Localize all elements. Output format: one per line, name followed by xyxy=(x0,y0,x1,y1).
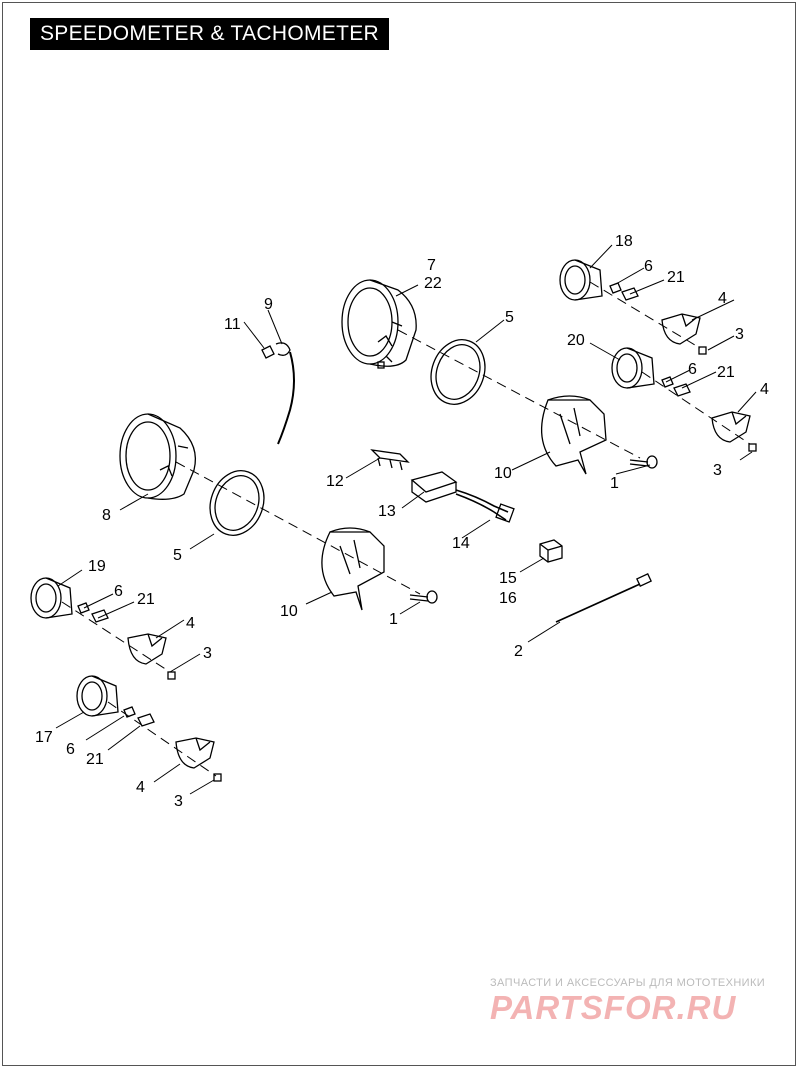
callout-6-b: 6 xyxy=(688,361,697,378)
bulb-6-c xyxy=(77,602,90,614)
cup-4-a xyxy=(661,313,701,345)
socket-21-d xyxy=(137,713,155,727)
socket-21-b xyxy=(673,383,691,397)
bulb-6-a xyxy=(609,282,622,294)
callout-2: 2 xyxy=(514,643,523,660)
lamp-socket-9 xyxy=(275,342,295,445)
connector-13 xyxy=(410,471,458,503)
callout-6-d: 6 xyxy=(66,741,75,758)
callout-4-d: 4 xyxy=(136,779,145,796)
cup-4-b xyxy=(711,411,751,443)
callout-10-b: 10 xyxy=(280,603,298,620)
cup-4-c xyxy=(127,633,167,665)
mount-bracket-10-top xyxy=(541,395,607,475)
small-gauge-20 xyxy=(611,347,655,389)
small-gauge-19 xyxy=(30,577,73,619)
callout-20: 20 xyxy=(567,332,585,349)
callout-3-b: 3 xyxy=(713,462,722,479)
callout-17: 17 xyxy=(35,729,53,746)
callout-12: 12 xyxy=(326,473,344,490)
watermark-tagline: ЗАПЧАСТИ И АКСЕССУАРЫ ДЛЯ МОТОТЕХНИКИ xyxy=(490,977,766,989)
callout-3-a: 3 xyxy=(735,326,744,343)
nut-3-d xyxy=(213,773,222,782)
seal-ring-5-bottom xyxy=(209,470,265,536)
callout-19: 19 xyxy=(88,558,106,575)
callout-3-d: 3 xyxy=(174,793,183,810)
seal-ring-5-top xyxy=(430,339,486,405)
gauge-housing-8 xyxy=(119,413,197,500)
callout-1-a: 1 xyxy=(610,475,619,492)
callout-13: 13 xyxy=(378,503,396,520)
callout-6-c: 6 xyxy=(114,583,123,600)
callout-9: 9 xyxy=(264,296,273,313)
callout-21-b: 21 xyxy=(717,364,735,381)
callout-labels: 18 6 21 4 3 20 6 21 4 3 10 1 7 22 5 9 11… xyxy=(35,233,769,810)
callout-5-a: 5 xyxy=(505,309,514,326)
small-gauge-17 xyxy=(76,675,119,717)
bulb-6-b xyxy=(661,376,674,388)
nut-3-b xyxy=(748,443,757,452)
callout-4-b: 4 xyxy=(760,381,769,398)
connector-15 xyxy=(539,539,563,563)
callout-4-a: 4 xyxy=(718,290,727,307)
assembly-centerlines xyxy=(61,281,751,777)
watermark-logo: PARTSFOR.RU xyxy=(490,989,737,1026)
callout-7: 7 xyxy=(427,257,436,274)
callout-21-d: 21 xyxy=(86,751,104,768)
callout-5-b: 5 xyxy=(173,547,182,564)
callout-15: 15 xyxy=(499,570,517,587)
small-gauge-18 xyxy=(559,259,603,301)
socket-21-c xyxy=(91,609,109,623)
nut-3-a xyxy=(698,346,707,355)
callout-3-c: 3 xyxy=(203,645,212,662)
leader-lines xyxy=(55,244,757,795)
cable-2 xyxy=(555,572,652,623)
callout-10-a: 10 xyxy=(494,465,512,482)
harness-14 xyxy=(455,489,515,523)
bolt-1-top xyxy=(629,455,658,469)
bulb-11 xyxy=(261,345,275,359)
socket-21-a xyxy=(621,287,639,301)
callout-21-c: 21 xyxy=(137,591,155,608)
bolt-1-bottom xyxy=(409,590,438,604)
callout-16: 16 xyxy=(499,590,517,607)
callout-11: 11 xyxy=(224,316,241,333)
callout-14: 14 xyxy=(452,535,470,552)
callout-1-b: 1 xyxy=(389,611,398,628)
bulb-6-d xyxy=(123,706,136,718)
callout-18: 18 xyxy=(615,233,633,250)
callout-22: 22 xyxy=(424,275,442,292)
gauge-housing-7 xyxy=(341,279,417,369)
callout-6-a: 6 xyxy=(644,258,653,275)
page-title: SPEEDOMETER & TACHOMETER xyxy=(30,18,389,50)
callout-21-a: 21 xyxy=(667,269,685,286)
callout-4-c: 4 xyxy=(186,615,195,632)
mount-bracket-10-bottom xyxy=(321,527,385,611)
callout-8: 8 xyxy=(102,507,111,524)
nut-3-c xyxy=(167,671,176,680)
